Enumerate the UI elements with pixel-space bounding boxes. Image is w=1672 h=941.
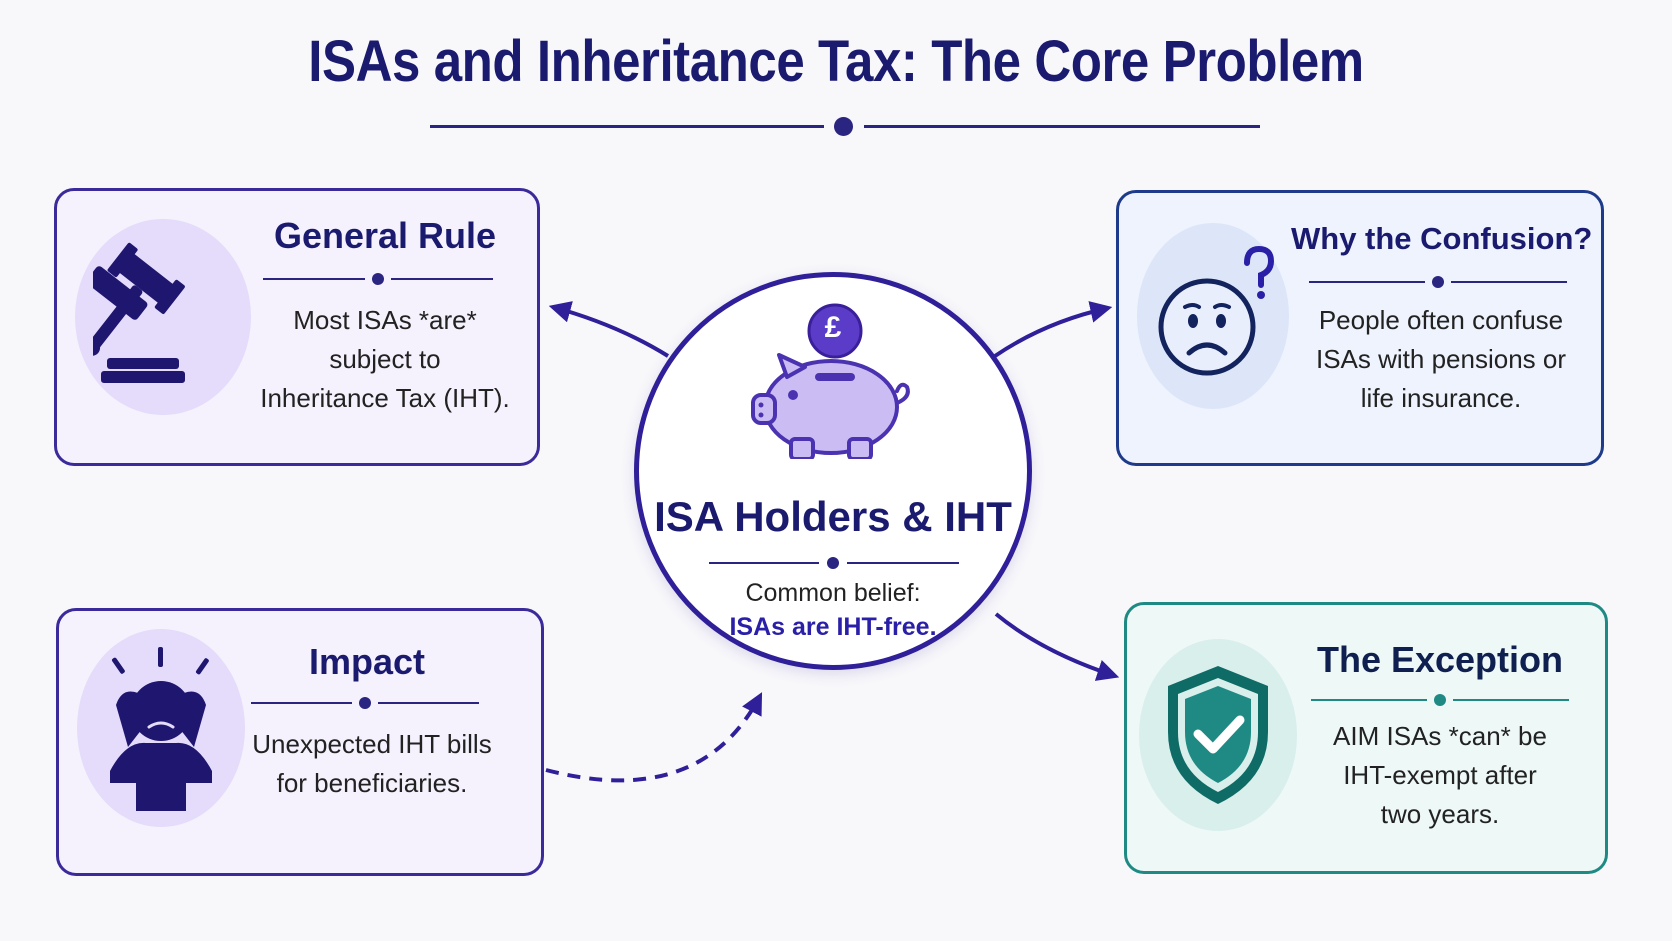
shield-check-icon-circle [1139,639,1297,831]
general-rule-divider [263,271,493,287]
confusion-text: People often confuse ISAs with pensions … [1315,305,1566,413]
gavel-icon-circle [75,219,251,415]
general-rule-text: Most ISAs *are* subject to Inheritance T… [260,305,510,413]
piggy-bank-icon [751,303,910,459]
confused-face-icon-circle [1137,223,1289,409]
impact-divider [251,695,479,711]
exception-divider [1311,692,1569,708]
card-impact: Impact Unexpected IHT bills for benefici… [56,608,544,876]
center-isa-holders: £ ISA Holders & IHT Common belief: ISAs … [634,272,1032,670]
card-general-rule: General Rule Most ISAs *are* subject to … [54,188,540,466]
card-the-exception: The Exception AIM ISAs *can* be IHT-exem… [1124,602,1608,874]
gavel-icon [93,242,185,383]
exception-text: AIM ISAs *can* be IHT-exempt after two y… [1333,721,1547,829]
impact-text: Unexpected IHT bills for beneficiaries. [252,729,492,798]
confusion-heading: Why the Confusion? [1291,221,1593,256]
impact-heading: Impact [308,641,426,682]
center-highlight: ISAs are IHT-free. [729,613,937,641]
arrow-from-impact [545,692,763,783]
pound-coin-symbol: £ [824,311,842,344]
confusion-divider [1309,274,1567,290]
card-why-the-confusion: Why the Confusion? People often confuse … [1116,190,1604,466]
general-rule-heading: General Rule [273,215,497,256]
exception-heading: The Exception [1316,639,1564,680]
stressed-person-icon [110,647,212,811]
shield-check-icon [1168,666,1268,804]
page-title: ISAs and Inheritance Tax: The Core Probl… [308,29,1364,94]
center-divider [709,556,959,570]
title-divider [430,114,1260,138]
center-title: ISA Holders & IHT [654,493,1012,540]
arrow-to-exception [994,612,1120,681]
confused-face-icon [1158,245,1275,376]
arrow-to-general-rule [548,301,670,358]
stressed-person-icon-circle [77,629,245,827]
center-belief: Common belief: [745,579,921,607]
arrow-to-confusion [993,301,1113,358]
